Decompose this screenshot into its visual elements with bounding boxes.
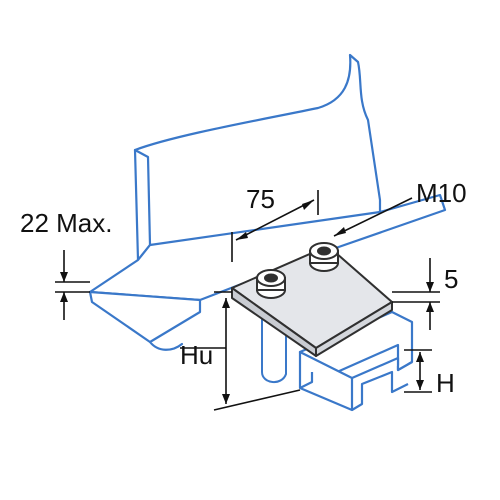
label-h: H: [436, 368, 455, 398]
label-5: 5: [444, 264, 459, 294]
nut-left: [256, 269, 286, 299]
label-m10: M10: [416, 178, 467, 208]
dimension-arrows: [60, 200, 434, 404]
label-22-max: 22 Max.: [20, 208, 113, 238]
channel: [298, 310, 414, 412]
label-hu: Hu: [180, 340, 214, 370]
dimension-lines: [55, 190, 440, 411]
label-75: 75: [246, 184, 275, 214]
nut-right: [309, 242, 339, 272]
